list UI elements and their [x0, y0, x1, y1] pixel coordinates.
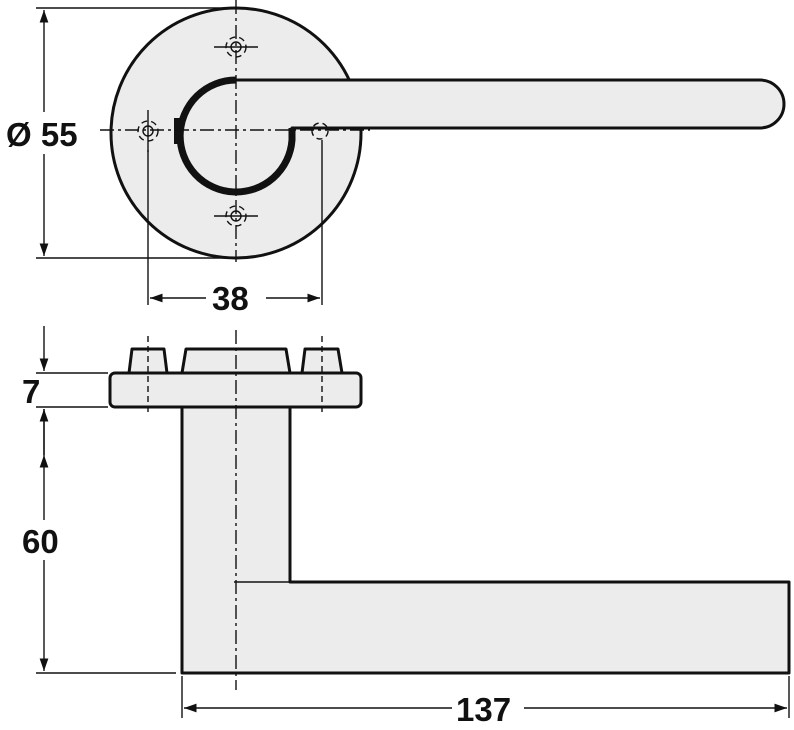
thickness-label: 7 — [22, 373, 40, 410]
projection-label: 60 — [22, 523, 59, 560]
lever-side — [180, 405, 791, 675]
side-view: 7 60 137 — [18, 326, 791, 728]
neck-tab — [174, 118, 182, 144]
length-label: 137 — [456, 691, 511, 728]
fixing-hole-bottom — [214, 205, 258, 227]
diameter-label: Ø 55 — [6, 116, 78, 153]
hole-spacing-label: 38 — [212, 280, 249, 317]
fixing-hole-right — [311, 122, 329, 140]
front-view: Ø 55 38 — [4, 0, 786, 317]
fixing-hole-left — [137, 110, 159, 152]
lever-neck-edge — [176, 76, 296, 196]
fixing-hole-top — [214, 36, 258, 58]
